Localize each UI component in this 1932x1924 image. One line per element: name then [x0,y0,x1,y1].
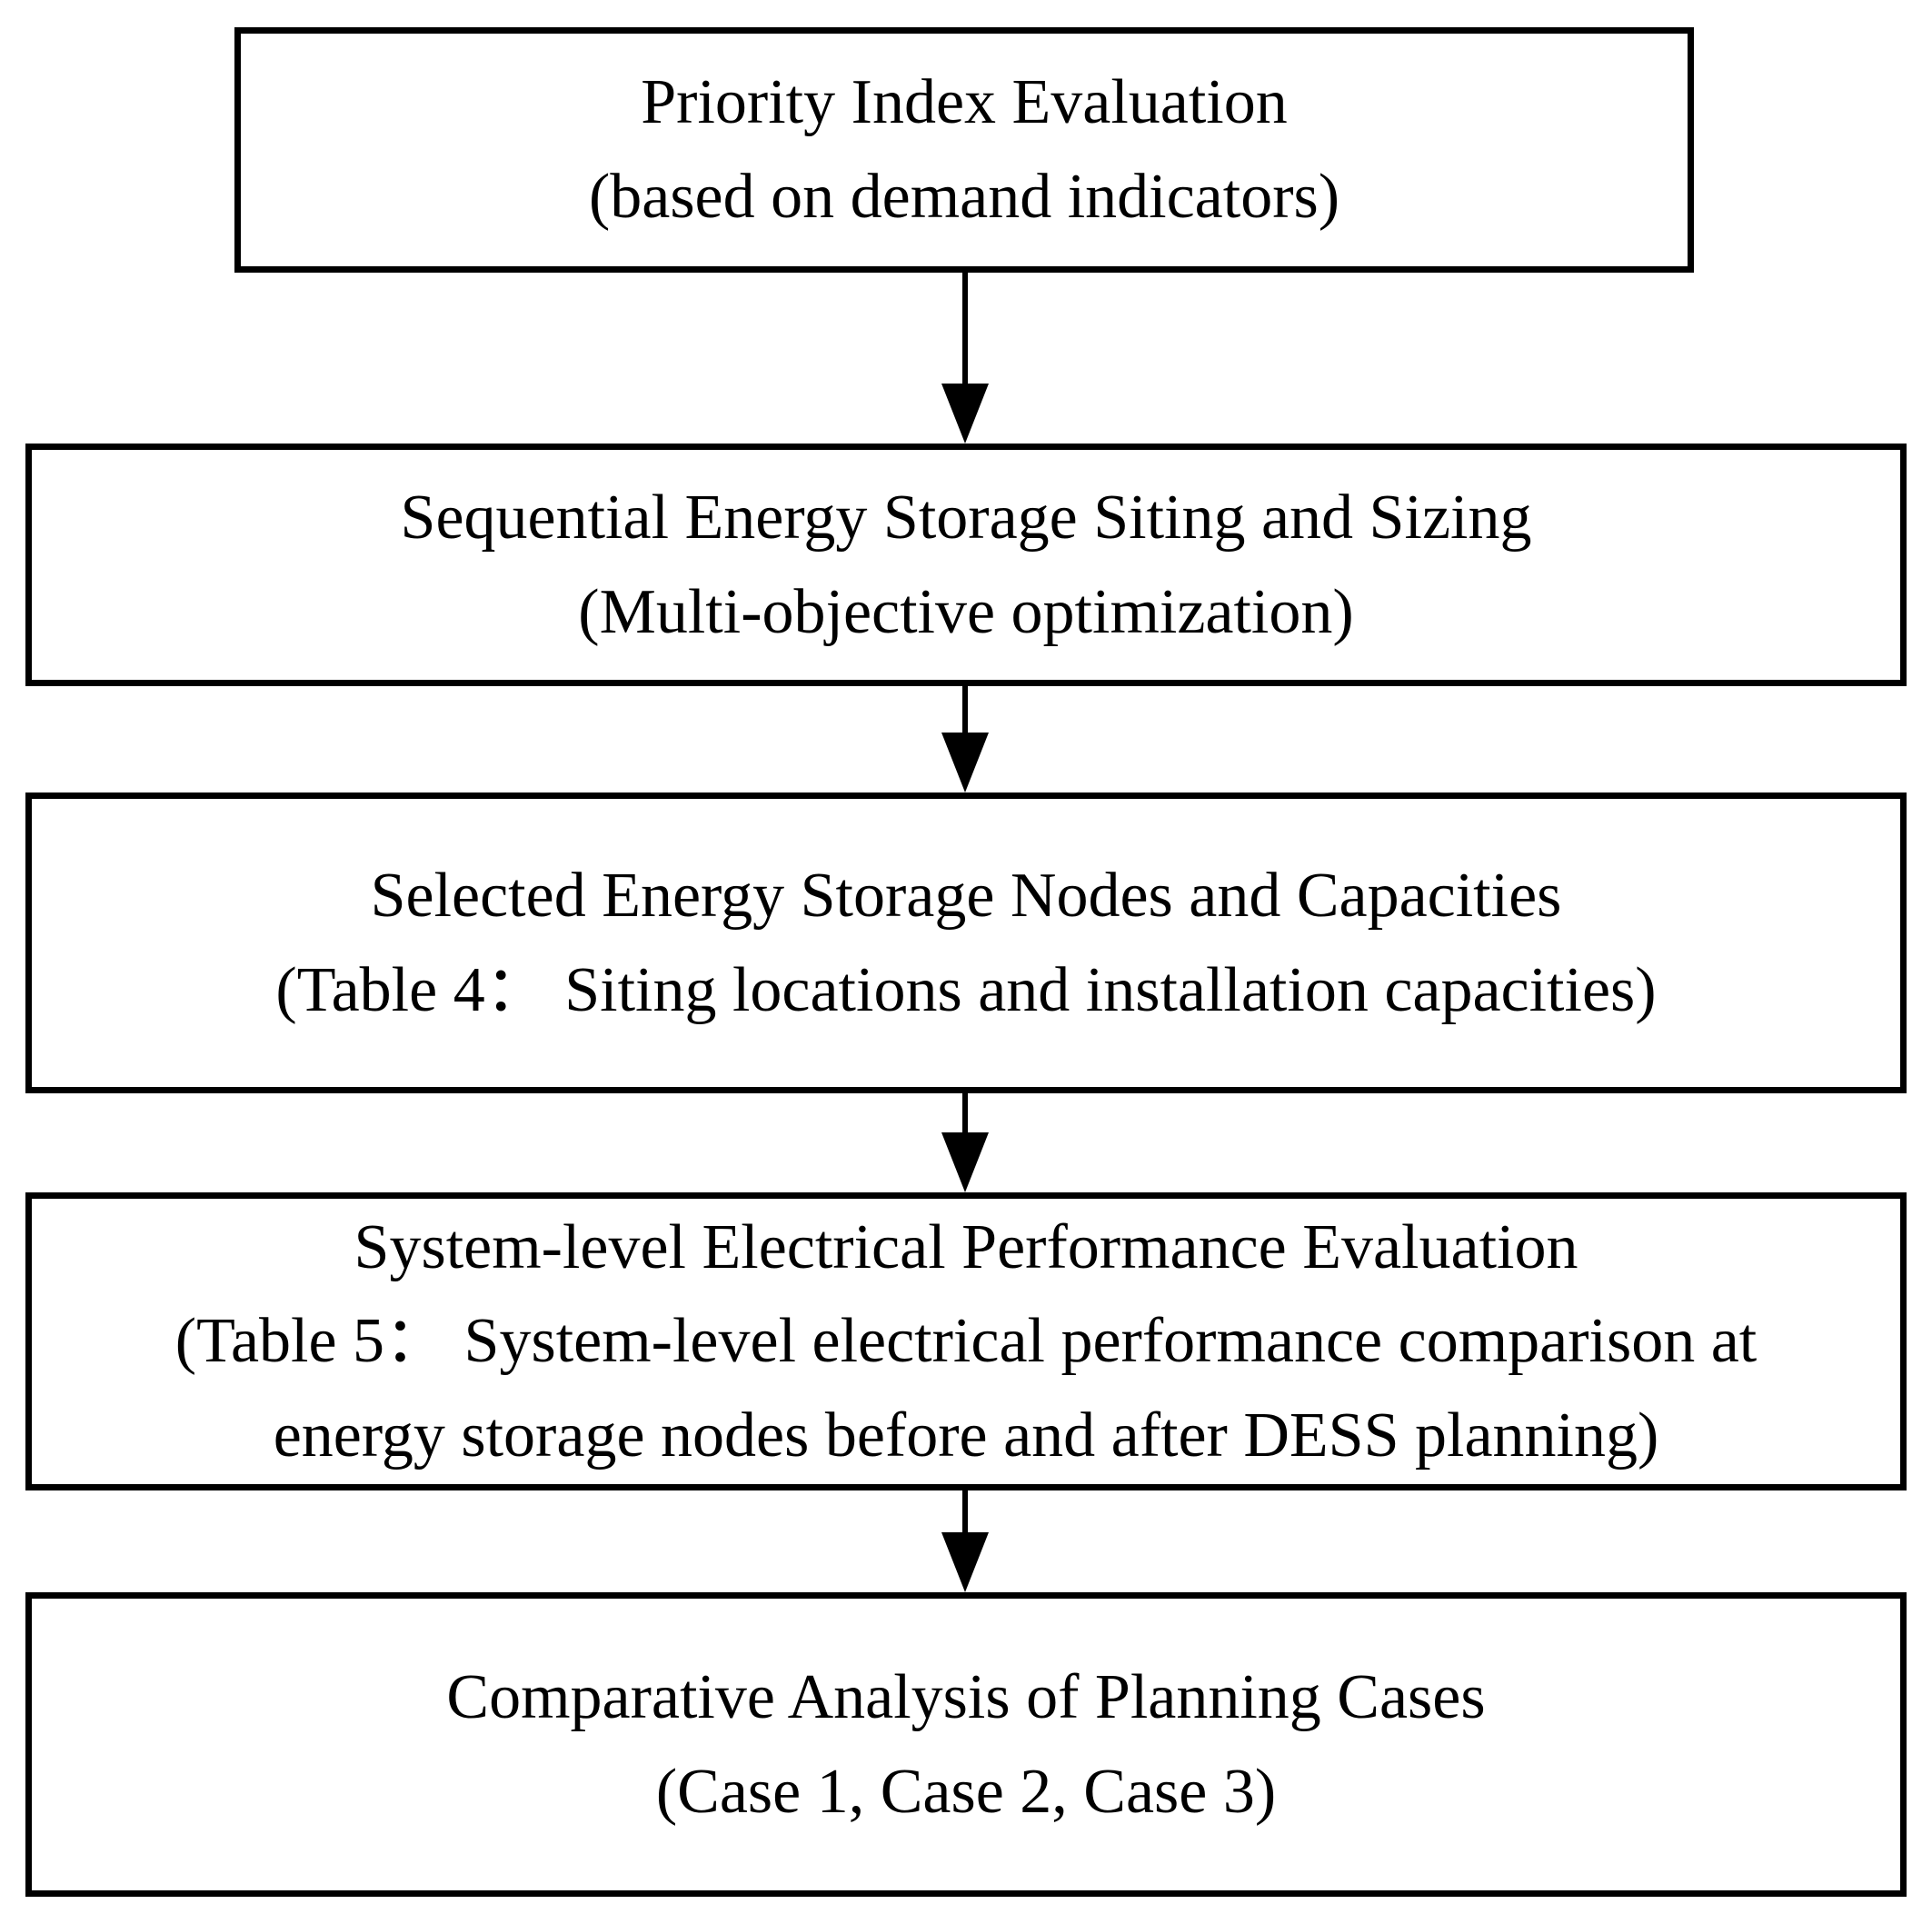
down-arrow-connector [941,1093,989,1192]
box-text-line: (based on demand indicators) [588,162,1340,232]
box-text-line: (Table 4： Siting locations and installat… [275,954,1657,1025]
box-text-line: Priority Index Evaluation [641,67,1288,138]
box-text-line: Selected Energy Storage Nodes and Capaci… [370,860,1562,931]
arrow-shaft [962,1490,968,1532]
box-text-line: System-level Electrical Performance Eval… [354,1211,1578,1282]
box-text-line: (Multi-objective optimization) [578,576,1354,647]
down-arrow-connector [941,273,989,444]
flow-box-comparative-analysis-cases: Comparative Analysis of Planning Cases (… [25,1592,1907,1897]
box-text-line: (Case 1, Case 2, Case 3) [655,1756,1277,1827]
arrowhead-down-icon [941,1132,989,1192]
flow-box-sequential-siting-sizing: Sequential Energy Storage Siting and Siz… [25,444,1907,686]
flow-box-system-performance-evaluation: System-level Electrical Performance Eval… [25,1192,1907,1490]
arrowhead-down-icon [941,384,989,444]
arrow-shaft [962,686,968,733]
arrowhead-down-icon [941,733,989,793]
box-text-line: energy storage nodes before and after DE… [273,1400,1659,1470]
box-text-line: (Table 5： System-level electrical perfor… [174,1306,1758,1377]
down-arrow-connector [941,686,989,793]
box-text-line: Sequential Energy Storage Siting and Siz… [400,482,1532,553]
flow-box-priority-index-evaluation: Priority Index Evaluation (based on dema… [234,27,1694,273]
flow-box-selected-nodes-capacities: Selected Energy Storage Nodes and Capaci… [25,793,1907,1093]
arrow-shaft [962,273,968,384]
down-arrow-connector [941,1490,989,1592]
arrowhead-down-icon [941,1532,989,1592]
box-text-line: Comparative Analysis of Planning Cases [446,1661,1486,1732]
arrow-shaft [962,1093,968,1132]
